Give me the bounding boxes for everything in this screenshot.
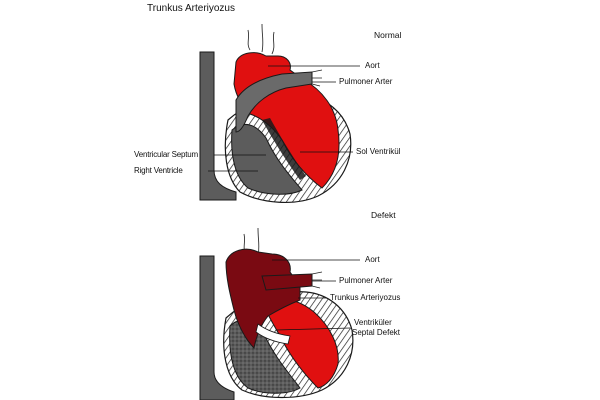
label-vsd-line1: Ventriküler bbox=[354, 318, 392, 327]
ventricular-septum-normal bbox=[262, 118, 306, 180]
septal-defect-opening bbox=[255, 323, 291, 345]
truncus-arteriosus bbox=[225, 248, 301, 350]
label-left-ventricle-normal: Sol Ventrikül bbox=[356, 147, 401, 156]
label-truncus-arteriosus: Trunkus Arteriyozus bbox=[330, 293, 401, 302]
defect-caption: Defekt bbox=[371, 210, 396, 220]
label-vsd-line2: Septal Defekt bbox=[352, 328, 401, 337]
defect-heart bbox=[199, 227, 354, 400]
neck-vessels bbox=[247, 23, 275, 55]
label-pulmonary-artery-defect: Pulmoner Arter bbox=[339, 276, 393, 285]
normal-caption: Normal bbox=[374, 30, 402, 40]
vena-cava-defect bbox=[199, 255, 235, 400]
label-ventricular-septum: Ventricular Septum bbox=[134, 150, 198, 159]
right-ventricle-normal bbox=[231, 123, 303, 195]
label-aorta-defect: Aort bbox=[365, 255, 380, 264]
pulmonary-artery-normal bbox=[235, 71, 313, 133]
diagram-title: Trunkus Arteriyozus bbox=[147, 3, 235, 14]
label-pulmonary-artery-normal: Pulmoner Arter bbox=[339, 77, 393, 86]
vena-cava-normal bbox=[199, 51, 237, 201]
label-right-ventricle: Right Ventricle bbox=[134, 166, 183, 175]
label-aorta-normal: Aort bbox=[365, 61, 380, 70]
pulmonary-artery-defect bbox=[261, 273, 313, 291]
normal-heart bbox=[199, 23, 352, 203]
